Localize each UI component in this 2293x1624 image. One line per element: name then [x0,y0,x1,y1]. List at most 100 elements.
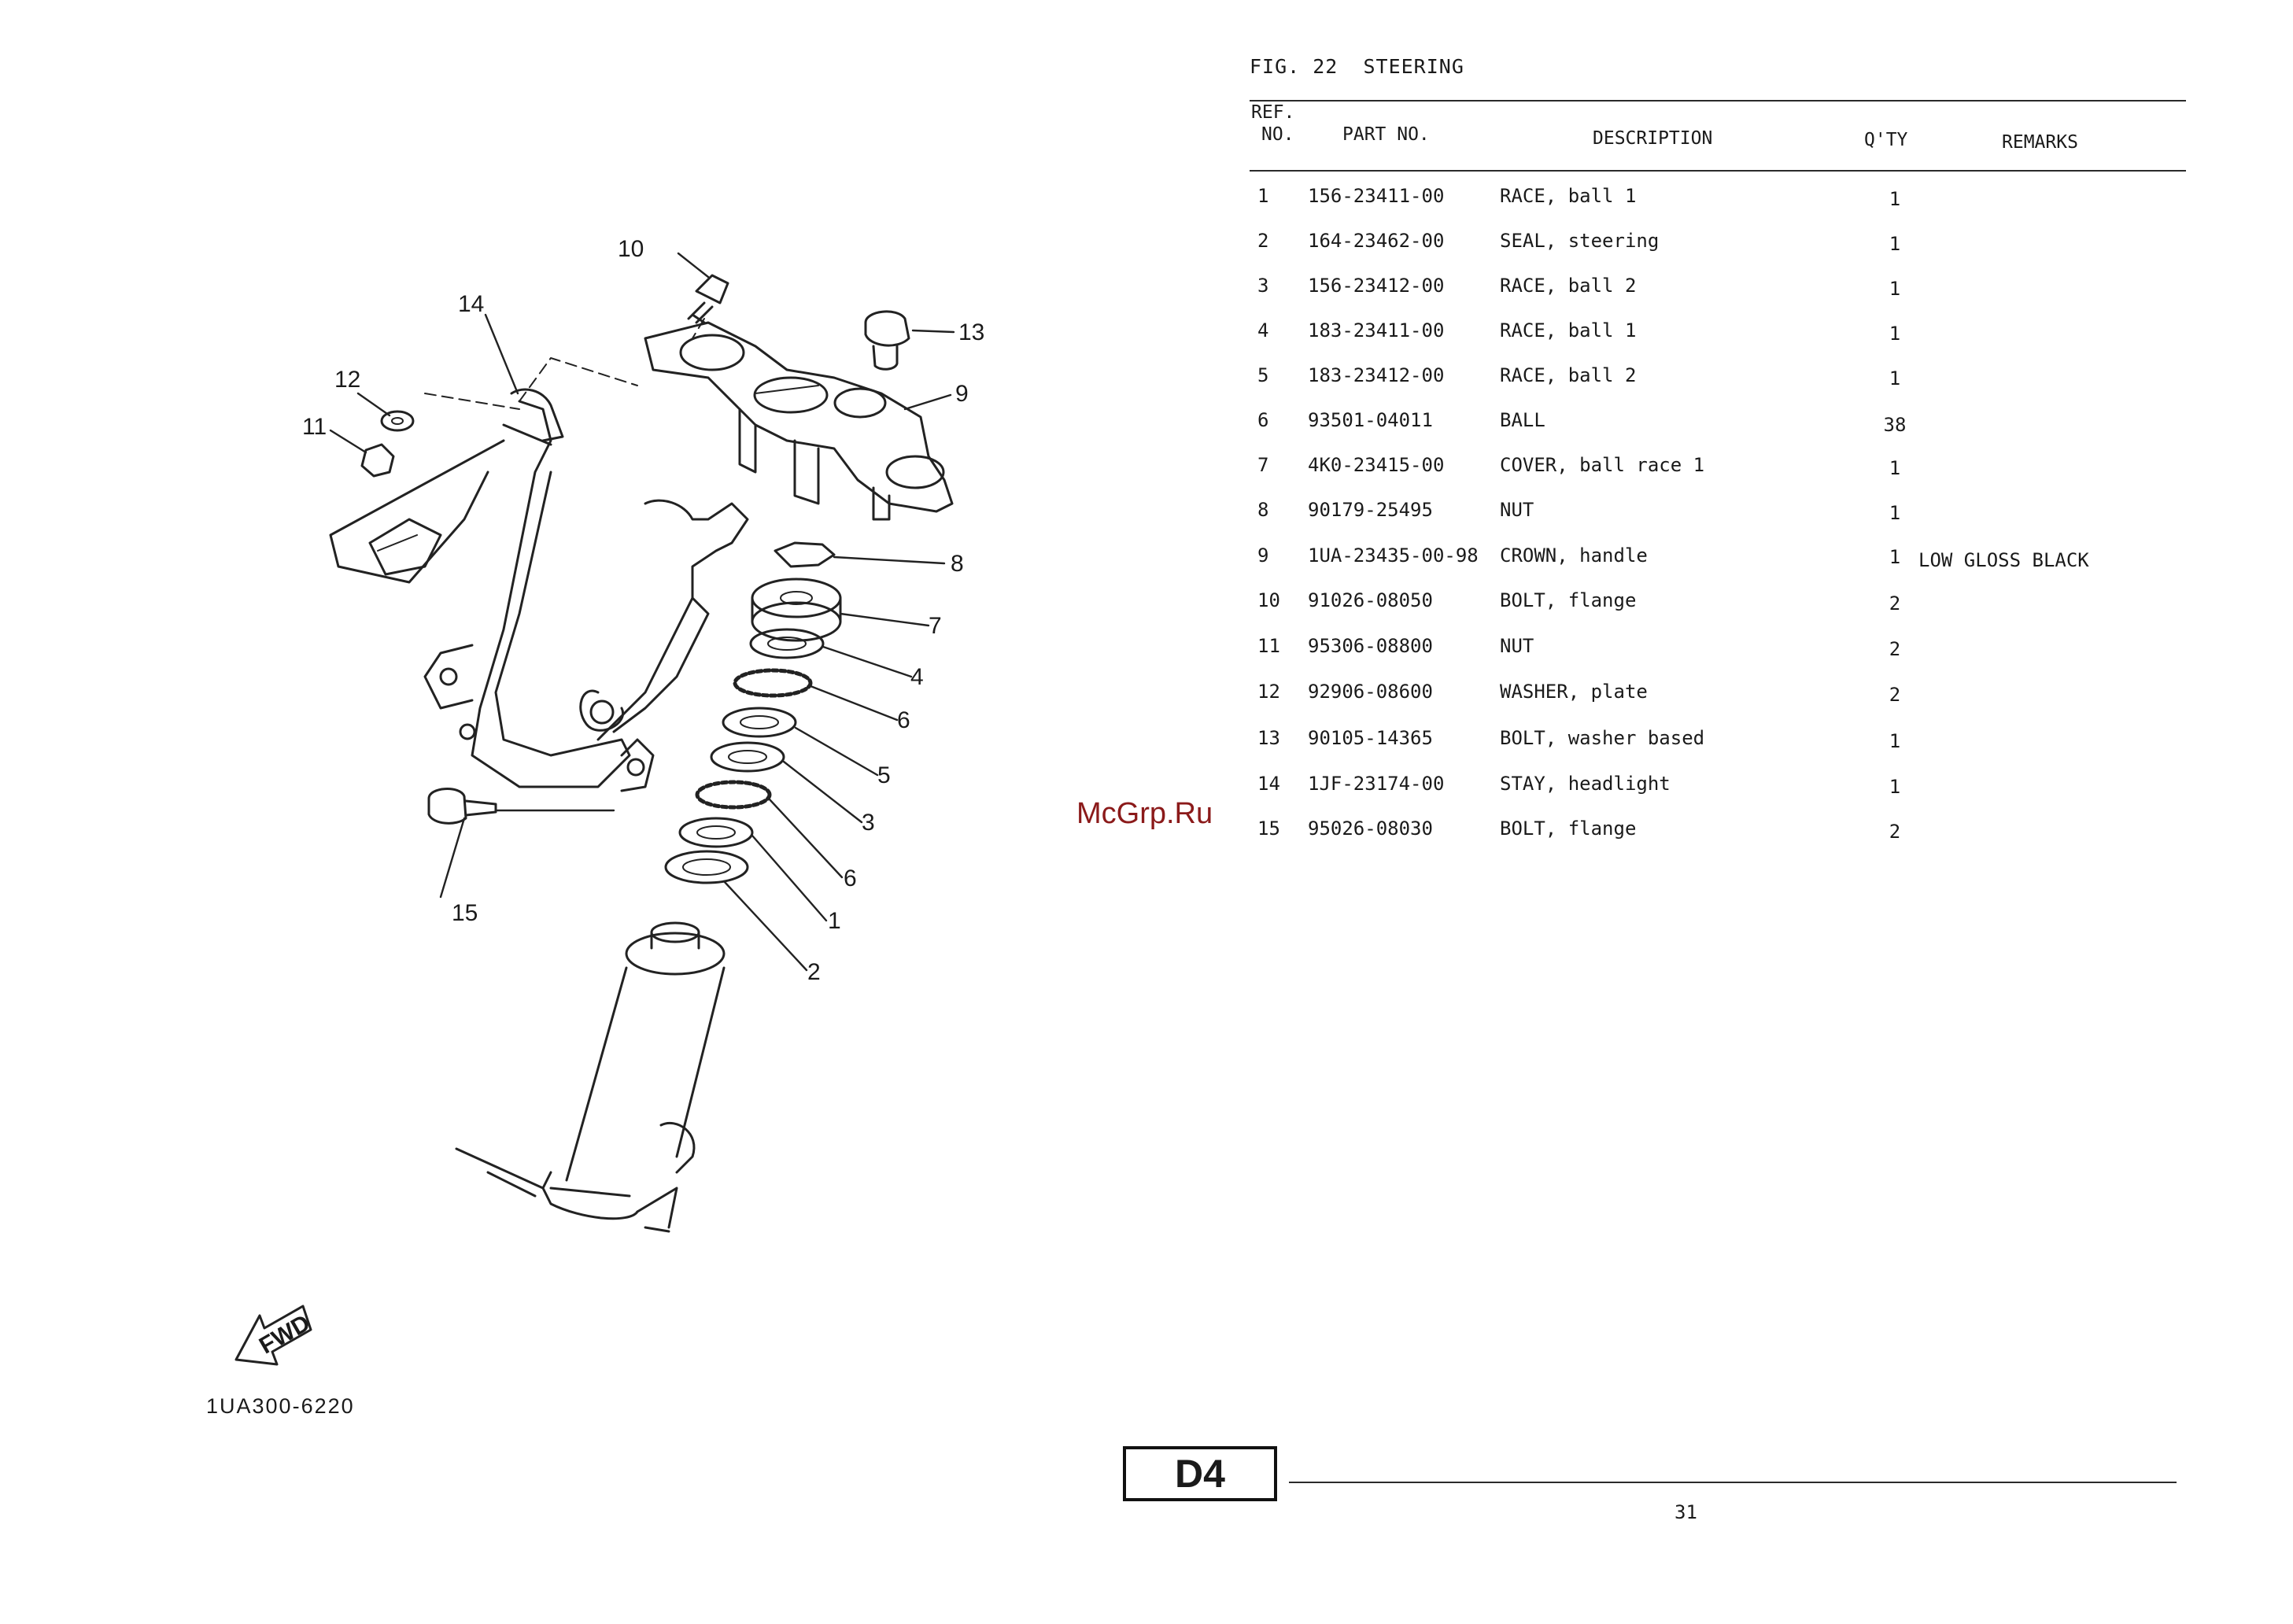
table-row: 6 93501-04011 BALL 38 [1250,409,2186,455]
cell-ref: 10 [1257,589,1280,611]
cell-ref: 15 [1257,818,1280,840]
callout-1: 1 [828,908,841,934]
ball-bearings-upper-part [733,668,813,698]
cell-part-no: 183-23411-00 [1308,319,1445,341]
headlight-stay-part [329,388,631,788]
watermark-text: McGrp.Ru [1076,797,1213,830]
bolt-flange-10-part [687,274,729,324]
cell-part-no: 90105-14365 [1308,727,1433,749]
cell-description: BOLT, flange [1500,818,1637,840]
callout-14: 14 [458,291,484,317]
callout-8: 8 [951,551,964,577]
header-remarks: REMARKS [2002,132,2078,153]
cell-qty: 1 [1889,233,1901,255]
alignment-lines [424,318,705,410]
race-ball-3-part [710,741,785,773]
cell-part-no: 92906-08600 [1308,681,1433,703]
cell-part-no: 95026-08030 [1308,818,1433,840]
cell-qty: 1 [1889,502,1901,524]
table-row: 10 91026-08050 BOLT, flange 2 [1250,589,2186,635]
cell-part-no: 1UA-23435-00-98 [1308,544,1479,567]
steering-exploded-diagram: 10 14 13 12 9 11 8 7 4 6 5 3 6 1 2 15 FW… [206,236,984,1418]
cell-description: RACE, ball 2 [1500,275,1637,297]
cell-ref: 11 [1257,635,1280,657]
cell-description: COVER, ball race 1 [1500,454,1705,476]
cell-part-no: 183-23412-00 [1308,364,1445,386]
table-row: 9 1UA-23435-00-98 CROWN, handle 1 LOW GL… [1250,544,2186,590]
race-ball-1-part [678,817,754,848]
cell-ref: 6 [1257,409,1269,431]
cell-ref: 13 [1257,727,1280,749]
seal-steering-2-part [664,850,749,884]
table-row: 12 92906-08600 WASHER, plate 2 [1250,681,2186,726]
callout-9: 9 [955,381,969,407]
cell-qty: 2 [1889,821,1901,843]
cell-qty: 1 [1889,457,1901,479]
cell-description: RACE, ball 1 [1500,319,1637,341]
cell-qty: 2 [1889,592,1901,615]
table-header-rule [1250,170,2186,172]
table-row: 3 156-23412-00 RACE, ball 2 1 [1250,275,2186,320]
cell-qty: 2 [1889,684,1901,706]
cell-qty: 1 [1889,546,1901,568]
callout-6-upper: 6 [897,707,910,733]
table-row: 4 183-23411-00 RACE, ball 1 1 [1250,319,2186,365]
cell-ref: 12 [1257,681,1280,703]
table-row: 1 156-23411-00 RACE, ball 1 1 [1250,185,2186,231]
cell-ref: 2 [1257,230,1269,252]
table-row: 7 4K0-23415-00 COVER, ball race 1 1 [1250,454,2186,500]
cell-description: RACE, ball 2 [1500,364,1637,386]
cell-ref: 7 [1257,454,1269,476]
cell-part-no: 95306-08800 [1308,635,1433,657]
cell-description: BALL [1500,409,1545,431]
table-row: 13 90105-14365 BOLT, washer based 1 [1250,727,2186,773]
cell-ref: 9 [1257,544,1269,567]
cell-remarks: LOW GLOSS BLACK [1918,549,2089,571]
callout-13: 13 [958,319,984,345]
callout-5: 5 [877,762,891,788]
cell-qty: 1 [1889,730,1901,752]
cell-qty: 38 [1883,414,1907,436]
callout-6-lower: 6 [844,866,857,891]
cell-ref: 5 [1257,364,1269,386]
washer-plate-12-part [380,410,415,432]
table-top-rule [1250,100,2186,102]
cell-ref: 4 [1257,319,1269,341]
cell-qty: 1 [1889,278,1901,300]
cell-part-no: 90179-25495 [1308,499,1433,521]
cell-qty: 1 [1889,776,1901,798]
cell-ref: 3 [1257,275,1269,297]
footer-rule [1289,1482,2177,1483]
callout-3: 3 [862,810,875,836]
header-qty: Q'TY [1864,130,1908,150]
table-row: 11 95306-08800 NUT 2 [1250,635,2186,681]
figure-name: STEERING [1363,55,1464,78]
cell-description: RACE, ball 1 [1500,185,1637,207]
cell-part-no: 164-23462-00 [1308,230,1445,252]
table-row: 14 1JF-23174-00 STAY, headlight 1 [1250,773,2186,818]
callout-2: 2 [807,959,821,985]
nut-8-part [774,541,836,568]
section-code-box: D4 [1123,1446,1277,1501]
cell-qty: 1 [1889,188,1901,210]
drawing-code: 1UA300-6220 [206,1394,355,1418]
cell-part-no: 4K0-23415-00 [1308,454,1445,476]
table-row: 8 90179-25495 NUT 1 [1250,499,2186,544]
cell-description: BOLT, flange [1500,589,1637,611]
race-ball-4-part [749,628,825,659]
callout-labels: 10 14 13 12 9 11 8 7 4 6 5 3 6 1 2 15 [302,236,984,985]
nut-11-part [360,443,395,478]
crown-handle-part [644,321,954,521]
header-ref-top: REF. [1251,102,1295,123]
cell-part-no: 93501-04011 [1308,409,1433,431]
page-number: 31 [1675,1501,1697,1523]
cell-description: SEAL, steering [1500,230,1660,252]
cell-part-no: 91026-08050 [1308,589,1433,611]
callout-15: 15 [452,900,478,926]
bolt-washer-13-part [864,310,910,371]
cell-ref: 8 [1257,499,1269,521]
cell-ref: 14 [1257,773,1280,795]
callout-11: 11 [302,414,327,440]
figure-label: FIG. 22 [1250,55,1339,78]
ball-bearings-lower-part [695,780,772,810]
